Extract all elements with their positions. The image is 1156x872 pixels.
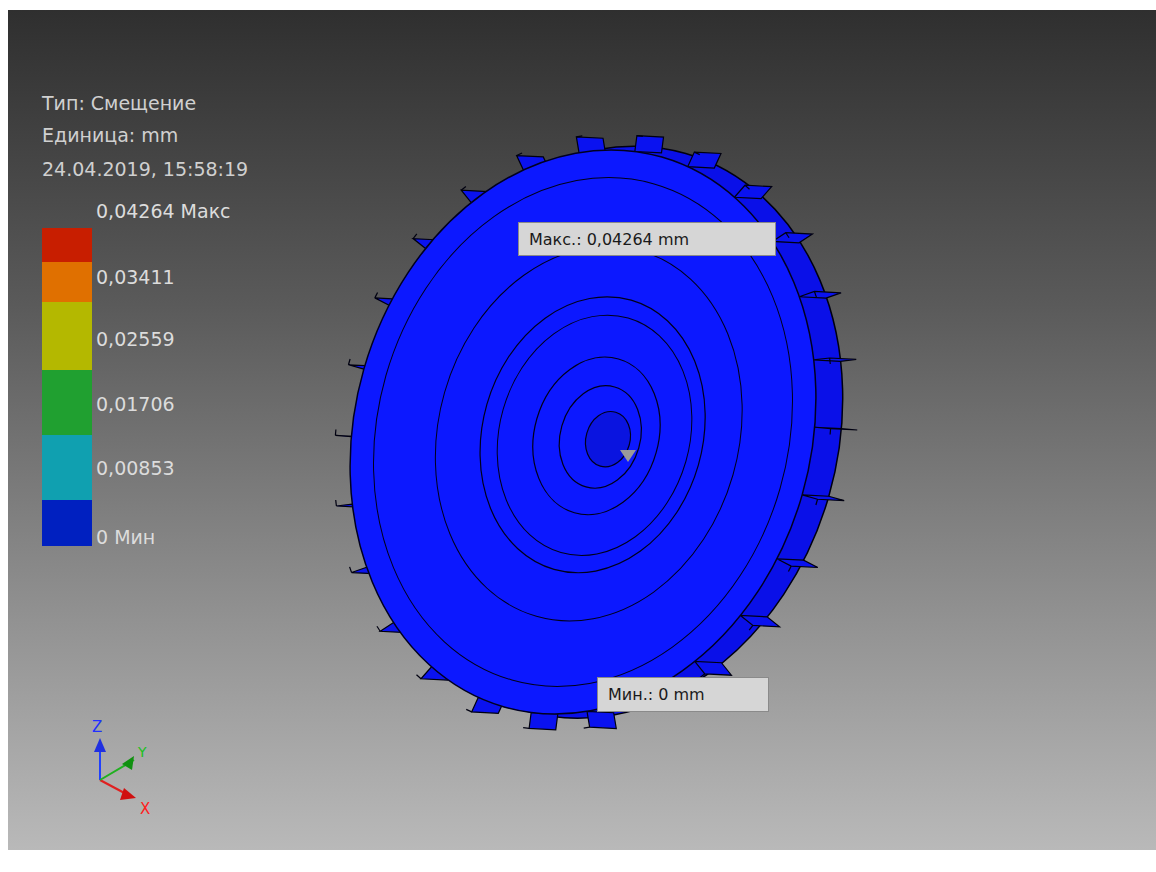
wheel-model bbox=[8, 10, 1156, 850]
wheel-blade-edge bbox=[416, 675, 422, 679]
callout-box: Мин.: 0 mm bbox=[597, 677, 769, 712]
callout-text: Макс.: 0,04264 mm bbox=[529, 230, 765, 249]
wheel-blade-edge bbox=[829, 429, 832, 435]
legend-value: 0,01706 bbox=[96, 393, 175, 415]
legend-value: 0 Мин bbox=[96, 526, 155, 548]
callout-text: Мин.: 0 mm bbox=[608, 685, 758, 704]
axis-label: X bbox=[140, 800, 150, 818]
wheel-blade-edge bbox=[461, 185, 466, 191]
legend-value: 0,02559 bbox=[96, 328, 175, 350]
legend-swatch bbox=[42, 370, 92, 435]
wheel-blade-edge bbox=[523, 727, 529, 730]
wheel-blade-edge bbox=[413, 233, 417, 239]
wheel-blade-edge bbox=[584, 726, 590, 730]
wheel-blade-edge bbox=[517, 152, 522, 157]
callout-box: Макс.: 0,04264 mm bbox=[518, 222, 776, 256]
legend-swatch bbox=[42, 262, 92, 302]
wheel-blade bbox=[739, 610, 782, 633]
axis-label: Y bbox=[138, 744, 147, 760]
wheel-blade-edge bbox=[637, 135, 643, 138]
wheel-blade-edge bbox=[813, 291, 818, 297]
wheel-blade-edge bbox=[375, 292, 378, 298]
result-type: Тип: Смещение bbox=[42, 92, 196, 114]
legend-swatch bbox=[42, 228, 92, 262]
wheel-blade-edge bbox=[788, 566, 791, 572]
wheel-blade-edge bbox=[828, 358, 832, 364]
wheel-blade-edge bbox=[376, 626, 381, 631]
wheel-blade-edge bbox=[466, 709, 472, 712]
legend-swatch bbox=[42, 500, 92, 546]
wheel-blade bbox=[814, 348, 857, 371]
legend-value: 0,04264 Макс bbox=[96, 200, 231, 222]
wheel-blade-edge bbox=[348, 567, 353, 573]
axis-label: Z bbox=[92, 718, 102, 736]
wheel-blade bbox=[772, 224, 812, 251]
wheel-blade-edge bbox=[334, 429, 337, 435]
wheel-blade bbox=[799, 282, 841, 307]
wheel-blade-edge bbox=[348, 359, 350, 365]
legend-swatch bbox=[42, 302, 92, 370]
wheel-blade-edge bbox=[749, 625, 753, 631]
wheel-blade-edge bbox=[576, 134, 582, 138]
wheel-blade bbox=[802, 489, 844, 506]
legend-value: 0,03411 bbox=[96, 266, 175, 288]
axis-triad bbox=[94, 738, 136, 800]
wheel-blade bbox=[815, 418, 858, 438]
legend-value: 0,00853 bbox=[96, 457, 175, 479]
wheel-blade-edge bbox=[694, 152, 700, 155]
wheel-blade bbox=[776, 553, 819, 573]
wheel-blade-edge bbox=[744, 185, 750, 189]
wheel-blade-edge bbox=[785, 233, 790, 238]
legend-swatch bbox=[42, 435, 92, 500]
result-unit: Единица: mm bbox=[42, 124, 178, 146]
result-date: 24.04.2019, 15:58:19 bbox=[42, 158, 248, 180]
viewport-background: Тип: СмещениеЕдиница: mm 24.04.2019, 15:5… bbox=[8, 10, 1156, 850]
wheel-blade-edge bbox=[334, 500, 338, 506]
wheel-blade-edge bbox=[816, 499, 818, 505]
